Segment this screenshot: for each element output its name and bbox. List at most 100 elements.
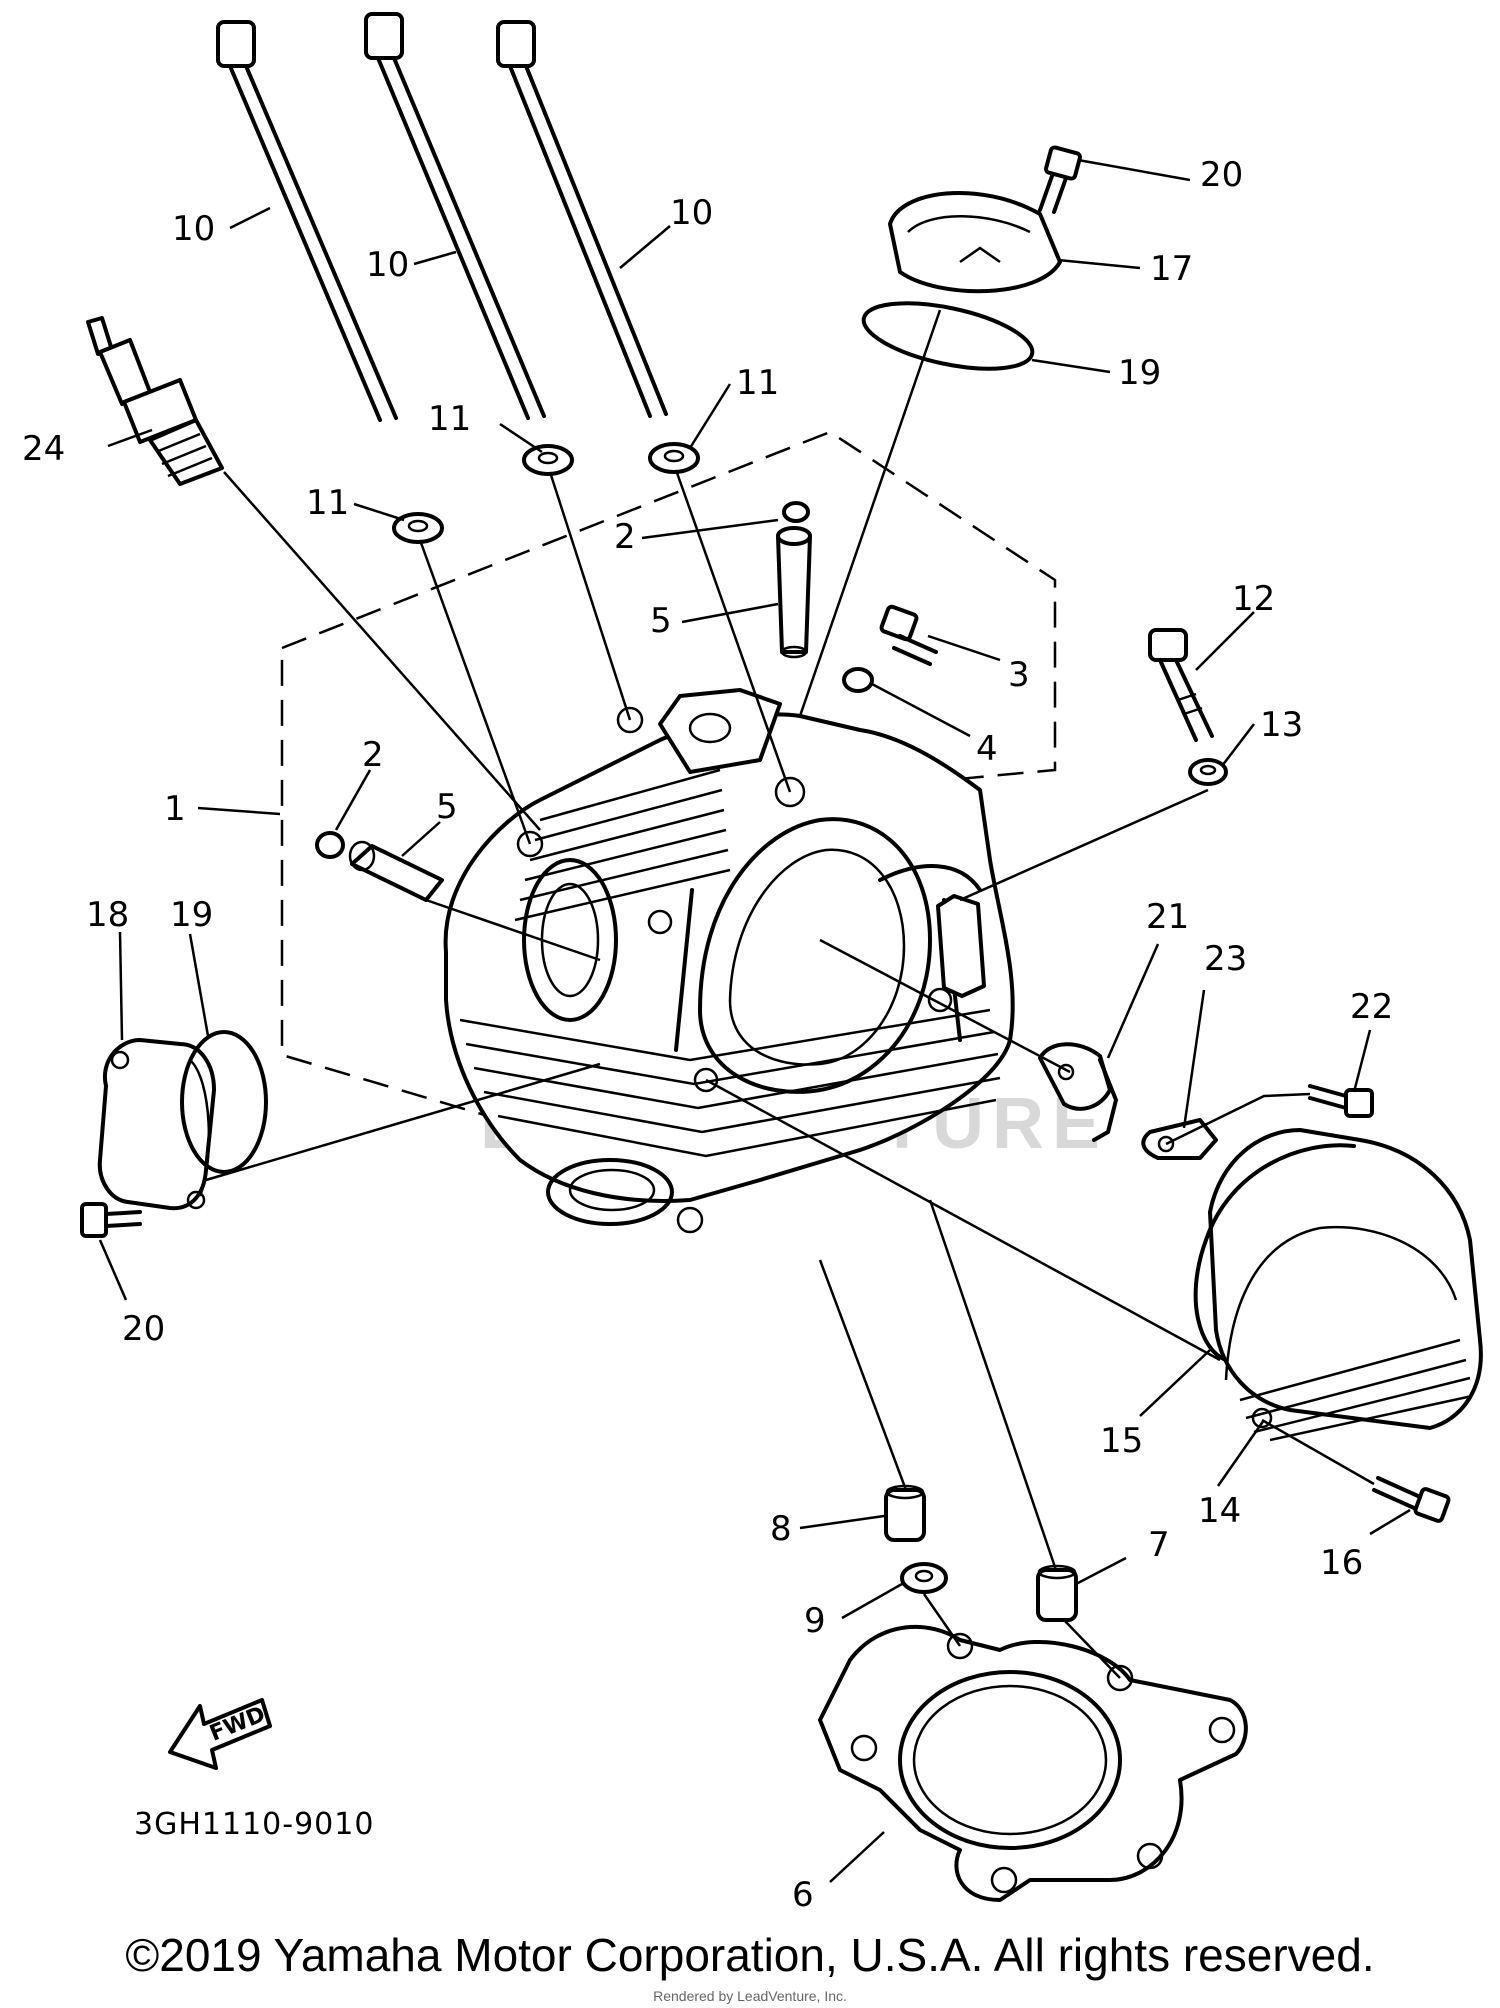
washer-11-right	[648, 442, 700, 474]
callout-leader-line	[1106, 943, 1160, 1059]
callout-leader-line	[1077, 158, 1191, 182]
callout-leader-line	[619, 225, 671, 269]
dowel-7	[1036, 1564, 1078, 1622]
callout-leader-line	[871, 682, 971, 738]
guide-line	[418, 539, 532, 845]
callout-19: 19	[1118, 353, 1161, 393]
callout-14: 14	[1198, 1491, 1241, 1531]
callout-7: 7	[1148, 1525, 1170, 1565]
callout-11: 11	[428, 399, 471, 439]
callout-leader-line	[1057, 258, 1141, 270]
callout-4: 4	[976, 729, 998, 769]
callout-leader-line	[188, 933, 210, 1037]
callout-leader-line	[499, 422, 543, 454]
callout-11: 11	[736, 363, 779, 403]
callout-15: 15	[1100, 1421, 1143, 1461]
guide-line	[922, 1593, 962, 1647]
callout-21: 21	[1146, 897, 1189, 937]
guide-line	[798, 309, 942, 717]
guide-line	[819, 938, 1071, 1074]
valve-guide-left	[348, 840, 444, 902]
guide-line	[705, 1078, 1221, 1362]
copyright-notice: ©2019 Yamaha Motor Corporation, U.S.A. A…	[125, 1929, 1375, 1981]
callout-leader-line	[334, 769, 372, 831]
forward-direction-arrow: FWD	[168, 1698, 272, 1770]
guide-line	[674, 469, 792, 793]
callout-16: 16	[1320, 1543, 1363, 1583]
washer-9	[900, 1562, 948, 1594]
spark-plug	[86, 316, 224, 486]
cylinder-head	[443, 688, 1015, 1234]
washer-4	[842, 667, 874, 693]
valve-guide-upper	[776, 526, 812, 659]
callout-23: 23	[1204, 939, 1247, 979]
callout-5: 5	[650, 601, 672, 641]
callout-leader-line	[229, 206, 271, 230]
callout-leader-line	[1216, 1419, 1266, 1487]
callout-9: 9	[804, 1601, 826, 1641]
callout-leader-line	[1369, 1508, 1411, 1536]
tappet-cover-17	[888, 190, 1062, 294]
o-ring-15	[1193, 1143, 1356, 1362]
callout-2: 2	[614, 517, 636, 557]
head-gasket-6	[818, 1624, 1248, 1902]
callout-leader-line	[118, 931, 124, 1041]
guide-line	[1063, 1619, 1121, 1679]
bolt-22	[1308, 1084, 1374, 1118]
circlip-upper	[782, 501, 810, 523]
callout-leader-line	[927, 634, 1001, 662]
callout-17: 17	[1150, 249, 1193, 289]
callout-22: 22	[1350, 987, 1393, 1027]
callout-18: 18	[86, 895, 129, 935]
stud-bolt-middle	[364, 12, 546, 420]
washer-13	[1188, 758, 1228, 786]
callout-leader-line	[681, 602, 779, 624]
callout-leader-line	[799, 1514, 885, 1530]
callout-leader-line	[1195, 611, 1255, 671]
assembly-boundary	[280, 430, 1057, 1192]
guide-line	[548, 471, 632, 721]
callout-leader-line	[353, 502, 405, 522]
screw-20-left	[80, 1202, 142, 1238]
callout-leader-line	[1182, 989, 1206, 1129]
o-ring-19-upper	[861, 301, 1035, 371]
callout-5: 5	[436, 787, 458, 827]
callout-leader-line	[688, 383, 732, 449]
callout-leader-line	[641, 518, 779, 540]
callout-12: 12	[1232, 579, 1275, 619]
callout-20: 20	[1200, 155, 1243, 195]
bolt-3	[879, 604, 938, 666]
stud-bolt-left	[216, 20, 398, 422]
guide-line	[223, 471, 541, 831]
callout-8: 8	[770, 1509, 792, 1549]
diagram-code: 3GH1110-9010	[134, 1807, 374, 1842]
bolt-16	[1372, 1476, 1451, 1523]
cylinder-head-side-cover-14	[1208, 1128, 1483, 1442]
callout-leader-line	[1352, 1029, 1372, 1093]
dowel-8	[884, 1484, 926, 1542]
guide-line	[205, 1062, 601, 1182]
callout-24: 24	[22, 429, 65, 469]
side-cover-18	[97, 1038, 216, 1211]
callout-10: 10	[670, 193, 713, 233]
callout-6: 6	[792, 1875, 814, 1915]
callout-leader-line	[1031, 358, 1111, 374]
callout-leader-line	[1221, 723, 1255, 767]
guide-line	[425, 898, 601, 962]
render-credit: Rendered by LeadVenture, Inc.	[653, 1988, 847, 2004]
guide-line	[1261, 1418, 1375, 1486]
callout-leader-line	[197, 806, 281, 816]
guide-line	[928, 1199, 1058, 1571]
screw-20-upper	[1038, 145, 1082, 214]
circlip-left	[315, 831, 345, 859]
callout-leader-line	[1139, 1349, 1211, 1417]
callout-10: 10	[172, 209, 215, 249]
callout-1: 1	[164, 789, 186, 829]
callout-leader-line	[1075, 1556, 1127, 1586]
callout-11: 11	[306, 483, 349, 523]
callout-leader-line	[413, 250, 457, 266]
washer-11-middle	[522, 444, 574, 476]
callout-13: 13	[1260, 705, 1303, 745]
callout-20: 20	[122, 1309, 165, 1349]
